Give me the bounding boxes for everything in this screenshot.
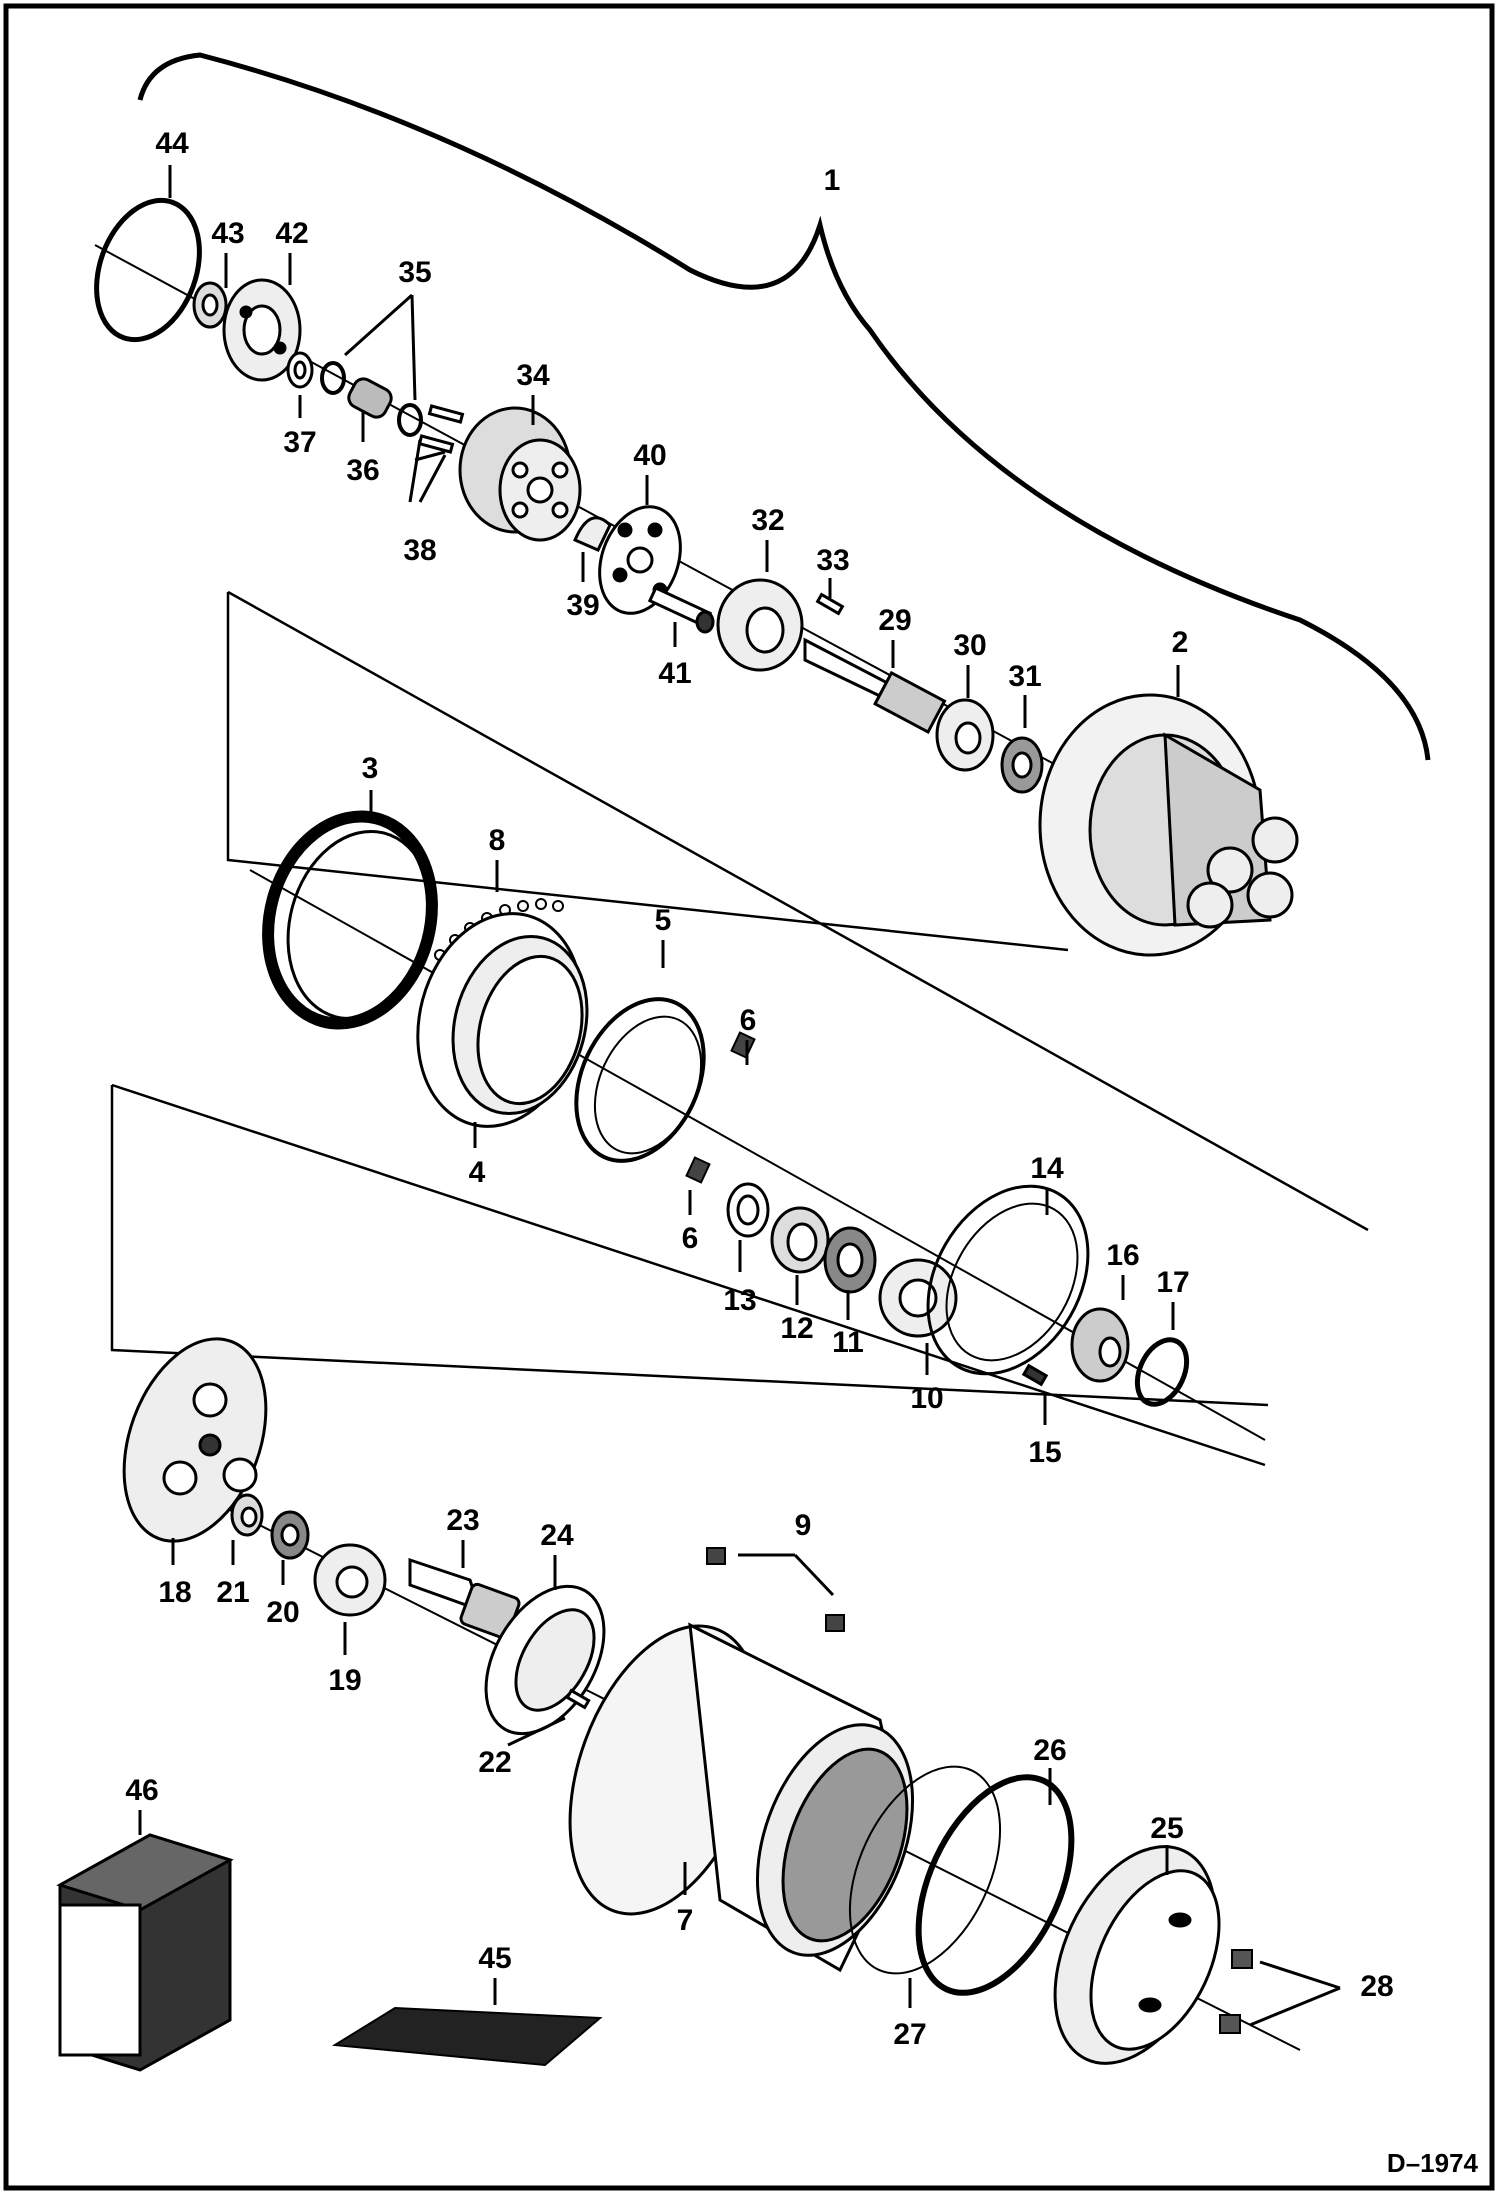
part-4-hub xyxy=(416,912,589,1128)
part-9-plugs xyxy=(706,1547,845,1632)
callout-15: 15 xyxy=(1028,1436,1061,1469)
callout-34: 34 xyxy=(516,359,550,392)
callout-29: 29 xyxy=(878,604,911,637)
callout-31: 31 xyxy=(1008,660,1041,693)
part-16-sun-gear xyxy=(1070,1307,1130,1383)
part-13-washer xyxy=(726,1182,770,1238)
part-41-piston xyxy=(647,585,715,634)
part-32-swash-plate xyxy=(716,578,804,672)
part-23-shaft xyxy=(408,1557,521,1640)
callout-21: 21 xyxy=(216,1576,249,1609)
callout-11: 11 xyxy=(832,1326,864,1359)
callout-23: 23 xyxy=(446,1504,479,1537)
callout-33: 33 xyxy=(816,544,849,577)
callout-27: 27 xyxy=(893,2018,926,2051)
part-30-bearing xyxy=(935,698,995,772)
callout-28: 28 xyxy=(1360,1970,1393,2003)
part-34-cylinder-block xyxy=(458,406,582,542)
part-2-motor-housing xyxy=(1038,693,1299,957)
callout-16: 16 xyxy=(1106,1239,1139,1272)
part-38-pins xyxy=(414,404,465,462)
callout-10: 10 xyxy=(910,1382,943,1415)
part-11-needle-bearing xyxy=(823,1226,877,1294)
callout-32: 32 xyxy=(751,504,784,537)
part-27-o-ring xyxy=(848,1765,1002,1975)
callout-44: 44 xyxy=(155,127,189,160)
part-15-bolt xyxy=(1021,1363,1049,1387)
part-46-seal-kit-box xyxy=(56,1833,234,2072)
callout-3: 3 xyxy=(362,752,379,785)
part-42-valve-plate xyxy=(222,278,302,382)
callout-39: 39 xyxy=(566,589,599,622)
callout-7: 7 xyxy=(677,1904,694,1937)
part-43-bearing xyxy=(192,281,228,329)
part-28-plugs xyxy=(1219,1949,1253,2034)
callout-22: 22 xyxy=(478,1746,511,1779)
part-45-shim-pack xyxy=(331,2006,603,2067)
part-31-bearing xyxy=(1000,736,1044,794)
part-37-washer xyxy=(286,351,314,389)
page-border xyxy=(3,3,1495,2191)
callout-2: 2 xyxy=(1172,626,1189,659)
callout-6a: 6 xyxy=(740,1004,757,1037)
callout-13: 13 xyxy=(723,1284,756,1317)
part-7-ring-gear-housing xyxy=(568,1622,915,1973)
callout-9: 9 xyxy=(795,1509,812,1542)
callout-14: 14 xyxy=(1030,1152,1064,1185)
part-44-o-ring xyxy=(94,197,202,343)
callout-labels: 1 2 3 4 5 6 6 7 8 9 10 11 12 13 14 15 16… xyxy=(125,127,1478,2178)
callout-37: 37 xyxy=(283,426,316,459)
callout-38: 38 xyxy=(403,534,436,567)
callout-1: 1 xyxy=(824,164,841,197)
part-17-snap-ring xyxy=(1134,1337,1190,1407)
part-19-gear xyxy=(313,1543,387,1617)
callout-40: 40 xyxy=(633,439,666,472)
callout-12: 12 xyxy=(780,1312,813,1345)
callout-26: 26 xyxy=(1033,1734,1066,1767)
callout-36: 36 xyxy=(346,454,379,487)
callout-4: 4 xyxy=(469,1156,486,1189)
callout-5: 5 xyxy=(655,904,672,937)
part-12-bearing xyxy=(770,1206,830,1274)
callout-45: 45 xyxy=(478,1942,511,1975)
part-6-set-screws xyxy=(685,1031,756,1184)
part-5-lock-nut xyxy=(574,997,706,1163)
callout-20: 20 xyxy=(266,1596,299,1629)
callout-35: 35 xyxy=(398,256,431,289)
callout-30: 30 xyxy=(953,629,986,662)
drawing-reference: D–1974 xyxy=(1387,2148,1479,2178)
part-33-pin xyxy=(815,592,845,616)
section-outlines xyxy=(110,590,1369,1467)
part-20-needle-bearing xyxy=(270,1510,310,1560)
callout-42: 42 xyxy=(275,217,308,250)
assembly-brace xyxy=(137,52,1431,761)
leader-lines xyxy=(138,165,1341,2027)
callout-43: 43 xyxy=(211,217,244,250)
callout-46: 46 xyxy=(125,1774,158,1807)
callout-18: 18 xyxy=(158,1576,191,1609)
part-36-spring xyxy=(347,377,393,419)
callout-6b: 6 xyxy=(682,1222,699,1255)
part-29-shaft xyxy=(803,637,947,735)
part-14-thrust-plate xyxy=(926,1184,1090,1376)
part-10-gear xyxy=(878,1258,958,1338)
callout-19: 19 xyxy=(328,1664,361,1697)
part-3-seal xyxy=(262,810,438,1030)
part-39-ball-guide xyxy=(573,516,612,552)
part-35-ring xyxy=(320,361,423,437)
callout-17: 17 xyxy=(1156,1266,1189,1299)
part-18-carrier xyxy=(122,1337,268,1543)
callout-25: 25 xyxy=(1150,1812,1183,1845)
callout-24: 24 xyxy=(540,1519,574,1552)
part-22-pin xyxy=(565,1688,591,1710)
part-40-retainer-plate xyxy=(598,505,682,615)
callout-41: 41 xyxy=(658,657,691,690)
part-26-ring xyxy=(915,1774,1075,1996)
part-21-bearing xyxy=(230,1493,264,1537)
part-25-cover xyxy=(1053,1845,1221,2065)
callout-8: 8 xyxy=(489,824,506,857)
